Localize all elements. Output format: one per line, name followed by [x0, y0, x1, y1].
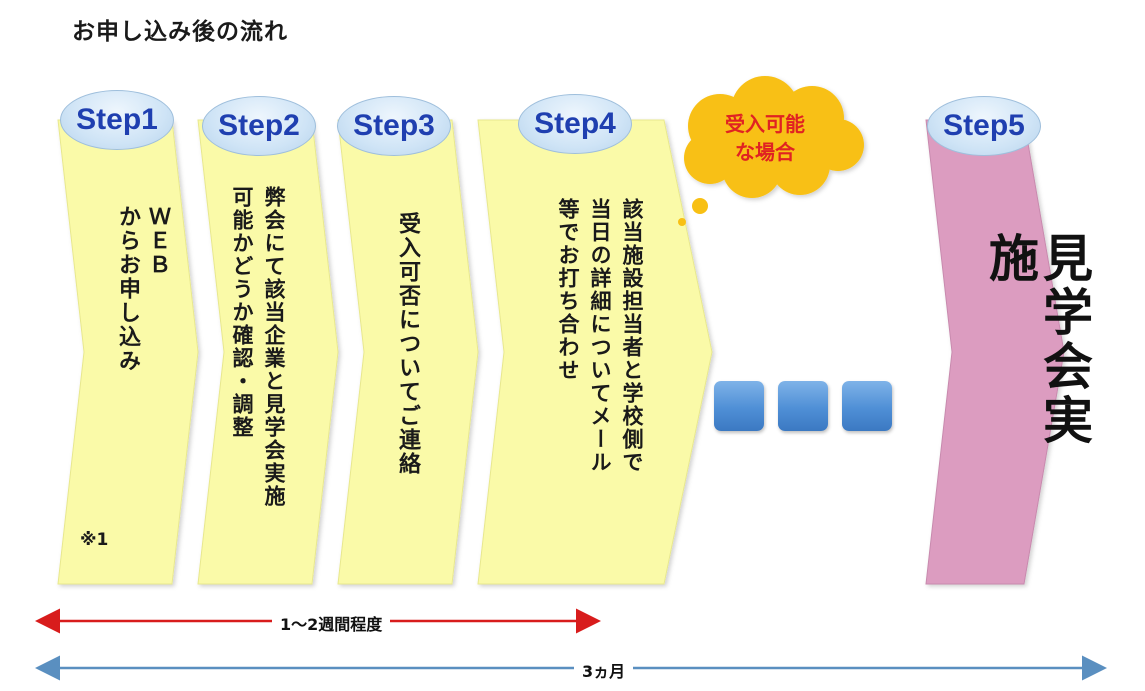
span-label-short: 1～2週間程度: [272, 611, 391, 635]
step1-note: ※1: [80, 530, 109, 550]
cloud-bubble-small: [678, 218, 686, 226]
step1-badge: Step1: [60, 90, 174, 150]
cloud-bubble-large: [692, 198, 708, 214]
step2-text: 弊会にて該当企業と見学会実施 可能かどうか確認・調整: [230, 186, 286, 508]
cloud-label-line2: な場合: [735, 140, 795, 164]
step4-badge: Step4: [518, 94, 632, 154]
step4-text: 該当施設担当者と学校側で 当日の詳細についてメール 等でお打ち合わせ: [556, 198, 644, 474]
cloud-label: 受入可能 な場合: [690, 110, 840, 166]
cloud-label-line1: 受入可能: [725, 112, 805, 136]
step5-text: 見学会実施: [981, 232, 1093, 448]
ellipsis-block-2: [778, 381, 828, 431]
ellipsis-block-3: [842, 381, 892, 431]
step3-badge: Step3: [337, 96, 451, 156]
step5-badge: Step5: [927, 96, 1041, 156]
step4-chevron: [477, 119, 713, 585]
step3-text: 受入可否についてご連絡: [395, 212, 420, 476]
page-title: お申し込み後の流れ: [72, 19, 288, 45]
span-label-long: 3ヵ月: [574, 658, 634, 682]
cloud-shape: [684, 76, 864, 198]
step3-chevron: [337, 119, 479, 585]
step2-badge: Step2: [202, 96, 316, 156]
step1-text: ＷＥＢ からお申し込み: [115, 205, 170, 373]
ellipsis-block-1: [714, 381, 764, 431]
